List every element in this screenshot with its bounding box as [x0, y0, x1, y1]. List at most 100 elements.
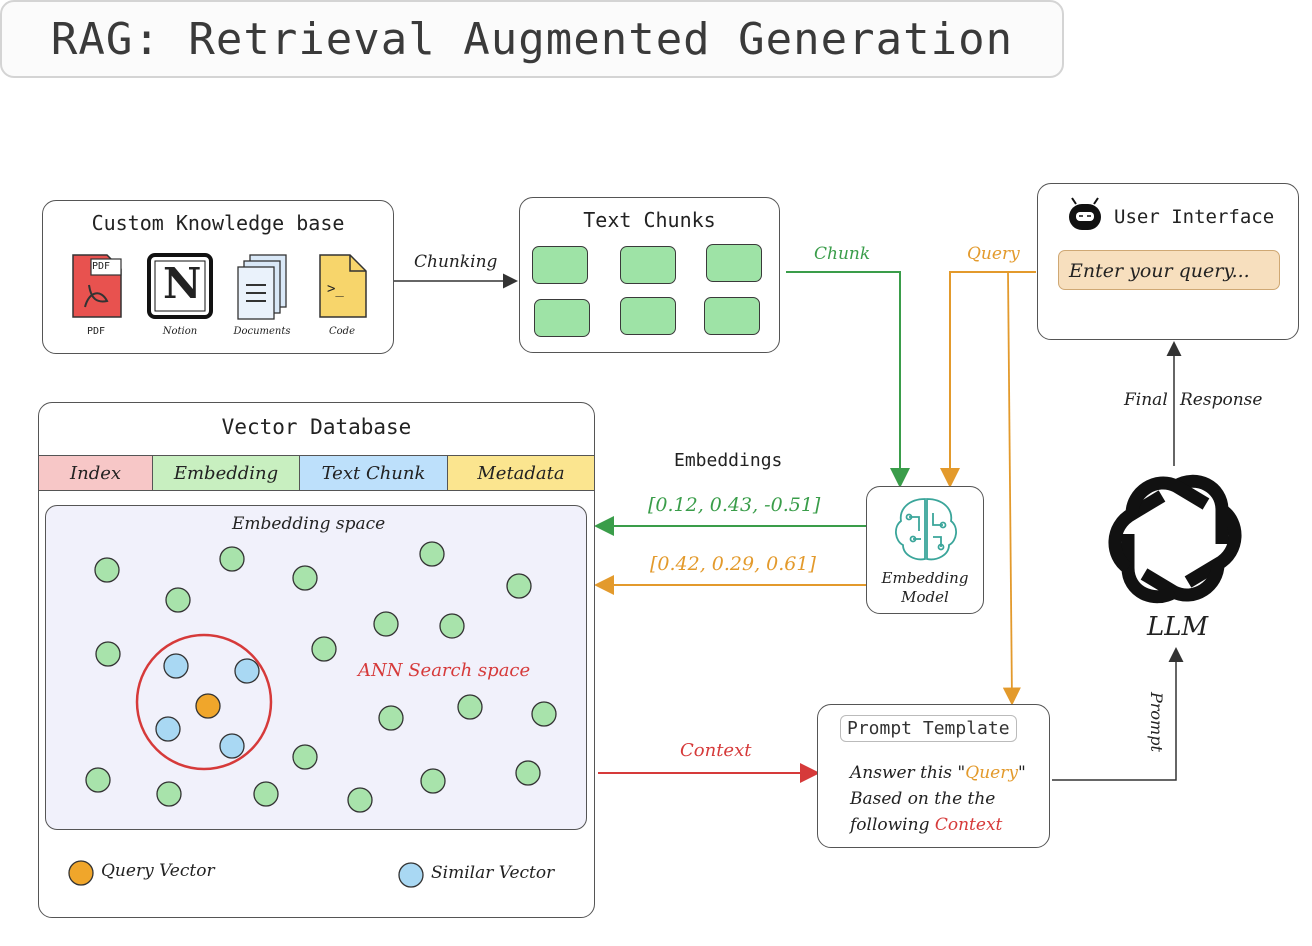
- context-label: Context: [680, 740, 752, 761]
- query-input[interactable]: Enter your query...: [1058, 250, 1280, 290]
- embedding-model-box: Embedding Model: [866, 486, 984, 614]
- pdf-source: PDF PDF: [65, 251, 127, 337]
- text-chunk: [620, 297, 676, 335]
- neural-network-icon: [895, 498, 957, 561]
- pdf-label: PDF: [86, 326, 106, 337]
- embedding-point: [347, 787, 373, 813]
- prompt-line3-prefix: following: [850, 815, 935, 835]
- index-column: Index: [39, 455, 152, 491]
- embedding-model-label-2: Model: [901, 588, 949, 606]
- similar-vector-point: [234, 658, 260, 684]
- text-chunks-box: Text Chunks: [519, 197, 780, 353]
- embedding-point: [311, 636, 337, 662]
- embedding-point: [457, 694, 483, 720]
- code-source: >_ Code: [309, 251, 375, 337]
- ann-search-label: ANN Search space: [358, 660, 531, 681]
- prompt-template-line1: Answer this "Query": [850, 763, 1026, 783]
- text-chunk: [534, 299, 590, 337]
- robot-icon: [1069, 197, 1101, 230]
- documents-source: Documents: [227, 251, 297, 337]
- chunking-label: Chunking: [414, 252, 498, 272]
- final-response-label-b: Response: [1180, 390, 1263, 410]
- embedding-point: [85, 767, 111, 793]
- notion-source: N Notion: [143, 251, 217, 337]
- text-chunk: [706, 244, 762, 282]
- code-label: Code: [329, 326, 355, 337]
- embedding-point: [419, 541, 445, 567]
- chunk-label: Chunk: [814, 244, 871, 264]
- prompt-template-line2: Based on the the: [850, 789, 996, 809]
- prompt-template-box: Prompt Template Answer this "Query" Base…: [817, 704, 1050, 848]
- embedding-points: [85, 541, 557, 813]
- embedding-point: [95, 641, 121, 667]
- prompt-template-line3: following Context: [850, 815, 1002, 835]
- embedding-point: [531, 701, 557, 727]
- prompt-line3-context: Context: [934, 815, 1003, 835]
- embedding-point: [94, 557, 120, 583]
- embedding-point: [506, 573, 532, 599]
- text-chunk: [704, 297, 760, 335]
- embedding-space-title: Embedding space: [232, 514, 386, 534]
- prompt-line1-query: Query: [965, 763, 1018, 783]
- embedding-point: [165, 587, 191, 613]
- embeddings-label: Embeddings: [674, 450, 783, 471]
- embedding-point: [378, 705, 404, 731]
- prompt-line1-prefix: Answer this ": [850, 763, 966, 783]
- query-arrow-to-template: [1002, 271, 1021, 706]
- ann-search-circle: [135, 633, 273, 771]
- prompt-template-title: Prompt Template: [840, 715, 1017, 742]
- similar-vector-point: [219, 733, 245, 759]
- embedding-column: Embedding: [152, 455, 299, 491]
- knowledge-base-box: Custom Knowledge base PDF PDF N Notion D…: [42, 200, 394, 354]
- prompt-arrow: [1052, 647, 1184, 781]
- text-chunk-column: Text Chunk: [299, 455, 447, 491]
- similar-vector-point: [163, 653, 189, 679]
- openai-llm-icon: [1108, 474, 1242, 604]
- similar-vector-legend-label: Similar Vector: [431, 863, 555, 883]
- embedding-model-label-1: Embedding: [881, 569, 969, 587]
- embedding-point: [515, 760, 541, 786]
- similar-vector-point: [155, 716, 181, 742]
- query-arrow-to-model: [940, 271, 1036, 488]
- embedding-point: [439, 613, 465, 639]
- embedding-point: [373, 611, 399, 637]
- embedding-vector-orange: [0.42, 0.29, 0.61]: [650, 553, 816, 575]
- llm-label: LLM: [1147, 612, 1209, 642]
- pdf-badge: PDF: [92, 261, 111, 272]
- prompt-line1-suffix: ": [1017, 763, 1026, 783]
- code-badge: >_: [327, 281, 344, 297]
- notion-badge: N: [163, 259, 202, 308]
- query-vector-legend-label: Query Vector: [101, 861, 215, 881]
- knowledge-base-title: Custom Knowledge base: [91, 211, 345, 235]
- embedding-point: [219, 546, 245, 572]
- documents-icon: [237, 254, 287, 320]
- user-interface-title: User Interface: [1114, 206, 1275, 228]
- final-response-label-a: Final: [1124, 390, 1168, 410]
- query-vector-point: [195, 693, 221, 719]
- text-chunk: [620, 246, 676, 284]
- prompt-label: Prompt: [1147, 692, 1166, 752]
- text-chunks-title: Text Chunks: [583, 208, 716, 232]
- embedding-point: [156, 781, 182, 807]
- vector-database-box: Vector Database Index Embedding Text Chu…: [38, 402, 595, 918]
- user-interface-box: User Interface Enter your query...: [1037, 183, 1299, 340]
- embedding-point: [292, 744, 318, 770]
- embedding-vector-green: [0.12, 0.43, -0.51]: [648, 494, 821, 516]
- notion-label: Notion: [162, 326, 198, 337]
- text-chunk: [532, 246, 588, 284]
- embedding-point: [420, 768, 446, 794]
- page-title: RAG: Retrieval Augmented Generation: [0, 0, 1064, 78]
- similar-vector-legend-dot: [398, 862, 424, 888]
- embedding-point: [292, 565, 318, 591]
- chunk-arrow: [786, 271, 910, 488]
- vector-database-title: Vector Database: [221, 415, 412, 439]
- notion-icon: [147, 253, 213, 319]
- metadata-column: Metadata: [447, 455, 594, 491]
- embedding-space: Embedding space: [45, 505, 587, 830]
- query-vector-legend-dot: [68, 860, 94, 886]
- embedding-point: [253, 781, 279, 807]
- query-label: Query: [967, 244, 1020, 264]
- pdf-icon: [72, 254, 122, 318]
- documents-label: Documents: [233, 326, 291, 337]
